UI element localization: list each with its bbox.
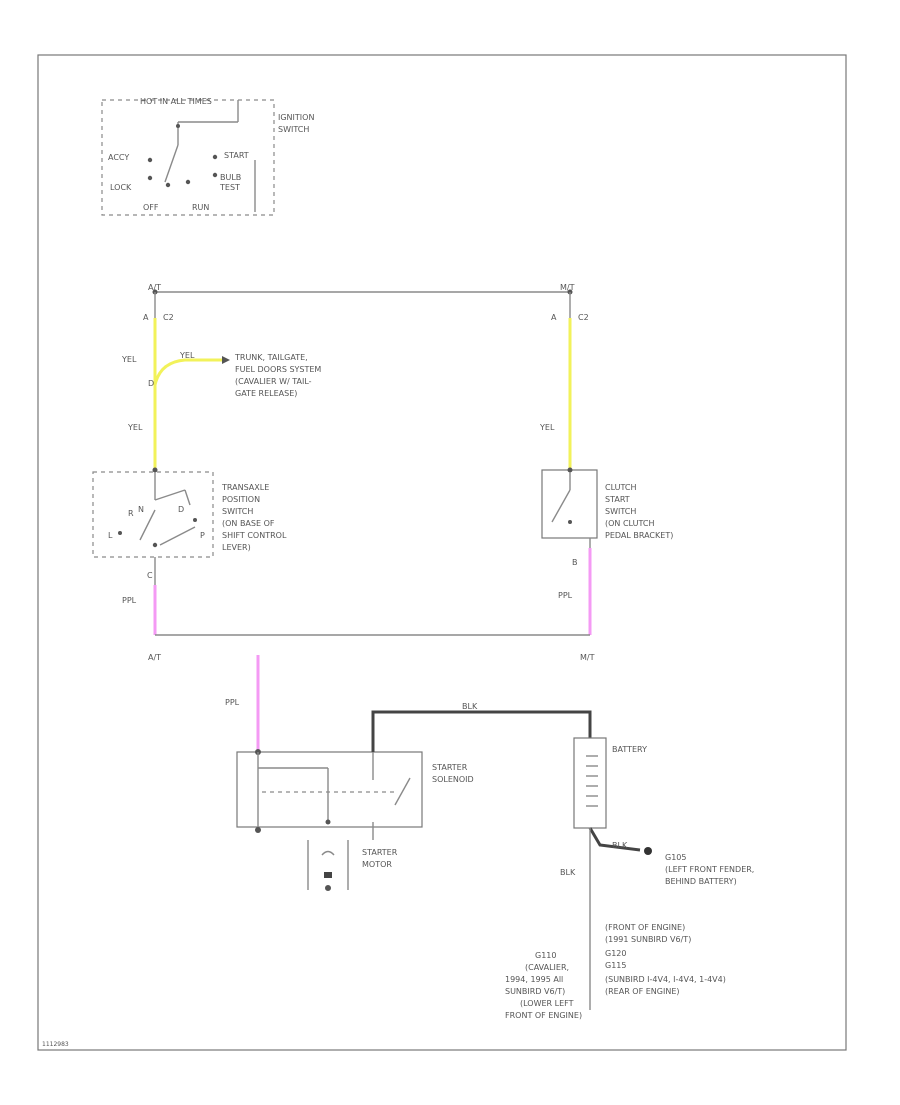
motor-label-1: STARTER (362, 848, 398, 857)
clutch-label-3: SWITCH (605, 507, 636, 516)
trans-pos-p: P (200, 531, 205, 540)
label-yel-right: YEL (539, 423, 555, 432)
conn-mt-top: M/T (560, 283, 575, 292)
label-yel-branch: YEL (179, 351, 195, 360)
trans-pos-n: N (138, 505, 144, 514)
splice-d: D (148, 379, 154, 388)
pos-bulb-test-2: TEST (219, 183, 240, 192)
g110-label-4: SUNBIRD V6/T) (505, 987, 565, 996)
trunk-note-3: (CAVALIER W/ TAIL- (235, 377, 312, 386)
conn-b: B (572, 558, 578, 567)
clutch-start-switch: CLUTCH START SWITCH (ON CLUTCH PEDAL BRA… (541, 467, 673, 540)
conn-at-top: A/T (148, 283, 161, 292)
g110-label-5: (LOWER LEFT (520, 999, 574, 1008)
label-ppl-right: PPL (558, 591, 573, 600)
clutch-label-4: (ON CLUTCH (605, 519, 654, 528)
battery: BATTERY (573, 737, 647, 829)
trunk-note-2: FUEL DOORS SYSTEM (235, 365, 321, 374)
label-ppl-left: PPL (122, 596, 137, 605)
g110-label-6: FRONT OF ENGINE) (505, 1011, 582, 1020)
g110-label-2: (CAVALIER, (525, 963, 569, 972)
pos-bulb-test-1: BULB (220, 173, 241, 182)
ignition-title-2: SWITCH (278, 125, 309, 134)
label-blk-main: BLK (560, 868, 576, 877)
g-right-label-6: (REAR OF ENGINE) (605, 987, 680, 996)
yel-branch-wire (153, 358, 222, 386)
conn-a-left: A (143, 313, 149, 322)
pos-accy: ACCY (108, 153, 129, 162)
g-right-label-2: (1991 SUNBIRD V6/T) (605, 935, 691, 944)
blk-wire-ground (588, 827, 641, 852)
label-ppl-solenoid: PPL (225, 698, 240, 707)
label-yel-2: YEL (127, 423, 143, 432)
trunk-note-4: GATE RELEASE) (235, 389, 297, 398)
transaxle-label-5: SHIFT CONTROL (222, 531, 287, 540)
g110-label-3: 1994, 1995 All (505, 975, 563, 984)
starter-motor: STARTER MOTOR (307, 840, 398, 891)
ignition-title-1: IGNITION (278, 113, 314, 122)
g105-label-2: (LEFT FRONT FENDER, (665, 865, 754, 874)
blk-wire-top (371, 710, 592, 752)
transaxle-label-3: SWITCH (222, 507, 253, 516)
trans-pos-l: L (108, 531, 113, 540)
ignition-switch: HOT IN ALL TIMES IGNITION SWITCH ACCY LO… (101, 97, 314, 216)
starter-solenoid: STARTER SOLENOID (236, 749, 474, 840)
g105-label-1: G105 (665, 853, 686, 862)
transaxle-label-6: LEVER) (222, 543, 251, 552)
transaxle-label-4: (ON BASE OF (222, 519, 275, 528)
clutch-label-5: PEDAL BRACKET) (605, 531, 673, 540)
ignition-header: HOT IN ALL TIMES (140, 97, 212, 106)
clutch-label-1: CLUTCH (605, 483, 637, 492)
trans-pos-d: D (178, 505, 184, 514)
pos-run: RUN (192, 203, 209, 212)
solenoid-label-1: STARTER (432, 763, 468, 772)
conn-c2-left: C2 (163, 313, 174, 322)
motor-label-2: MOTOR (362, 860, 392, 869)
conn-c2-right: C2 (578, 313, 589, 322)
transaxle-label-1: TRANSAXLE (221, 483, 269, 492)
conn-mt-bottom: M/T (580, 653, 595, 662)
trans-pos-r: R (128, 509, 134, 518)
conn-a-right: A (551, 313, 557, 322)
label-blk-top: BLK (462, 702, 478, 711)
pos-lock: LOCK (110, 183, 132, 192)
g-right-label-5: (SUNBIRD I-4V4, I-4V4, 1-4V4) (605, 975, 726, 984)
label-blk-ground: BLK (612, 841, 628, 850)
conn-c: C (147, 571, 153, 580)
clutch-label-2: START (605, 495, 630, 504)
g-right-label-1: (FRONT OF ENGINE) (605, 923, 685, 932)
trunk-note-1: TRUNK, TAILGATE, (234, 353, 308, 362)
transaxle-label-2: POSITION (222, 495, 260, 504)
g-right-label-4: G115 (605, 961, 626, 970)
pos-off: OFF (143, 203, 159, 212)
transaxle-switch: R N D L P TRANSAXLE POSITION SWITCH (ON … (92, 467, 287, 558)
solenoid-label-2: SOLENOID (432, 775, 474, 784)
g105-label-3: BEHIND BATTERY) (665, 877, 737, 886)
g110-label-1: G110 (535, 951, 556, 960)
diagram-frame (37, 54, 847, 1051)
battery-label: BATTERY (612, 745, 647, 754)
footer-code: 1112983 (42, 1041, 69, 1048)
pos-start: START (224, 151, 249, 160)
label-yel-1: YEL (121, 355, 137, 364)
g-right-label-3: G120 (605, 949, 626, 958)
conn-at-bottom: A/T (148, 653, 161, 662)
